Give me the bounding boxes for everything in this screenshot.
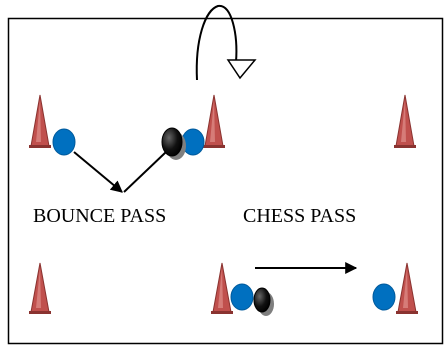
cone-bottom-right [396,262,418,314]
cone-top-right [394,94,416,148]
cone-top-left [29,94,51,148]
cone-bottom-middle [211,262,233,314]
cone-top-middle [203,94,225,148]
cone-bottom-left [29,262,51,314]
player-icon [372,283,396,311]
court-border [7,17,444,345]
chess-pass-label: CHESS PASS [243,205,357,227]
player-icon [230,283,254,311]
bounce-pass-arrow-up [123,151,167,193]
ball-icon [161,127,186,160]
ball-icon [253,287,274,316]
bounce-pass-arrow-down [73,151,123,193]
rotate-arrow-icon [195,5,257,81]
player-icon [52,128,76,156]
bounce-pass-label: BOUNCE PASS [33,205,167,227]
